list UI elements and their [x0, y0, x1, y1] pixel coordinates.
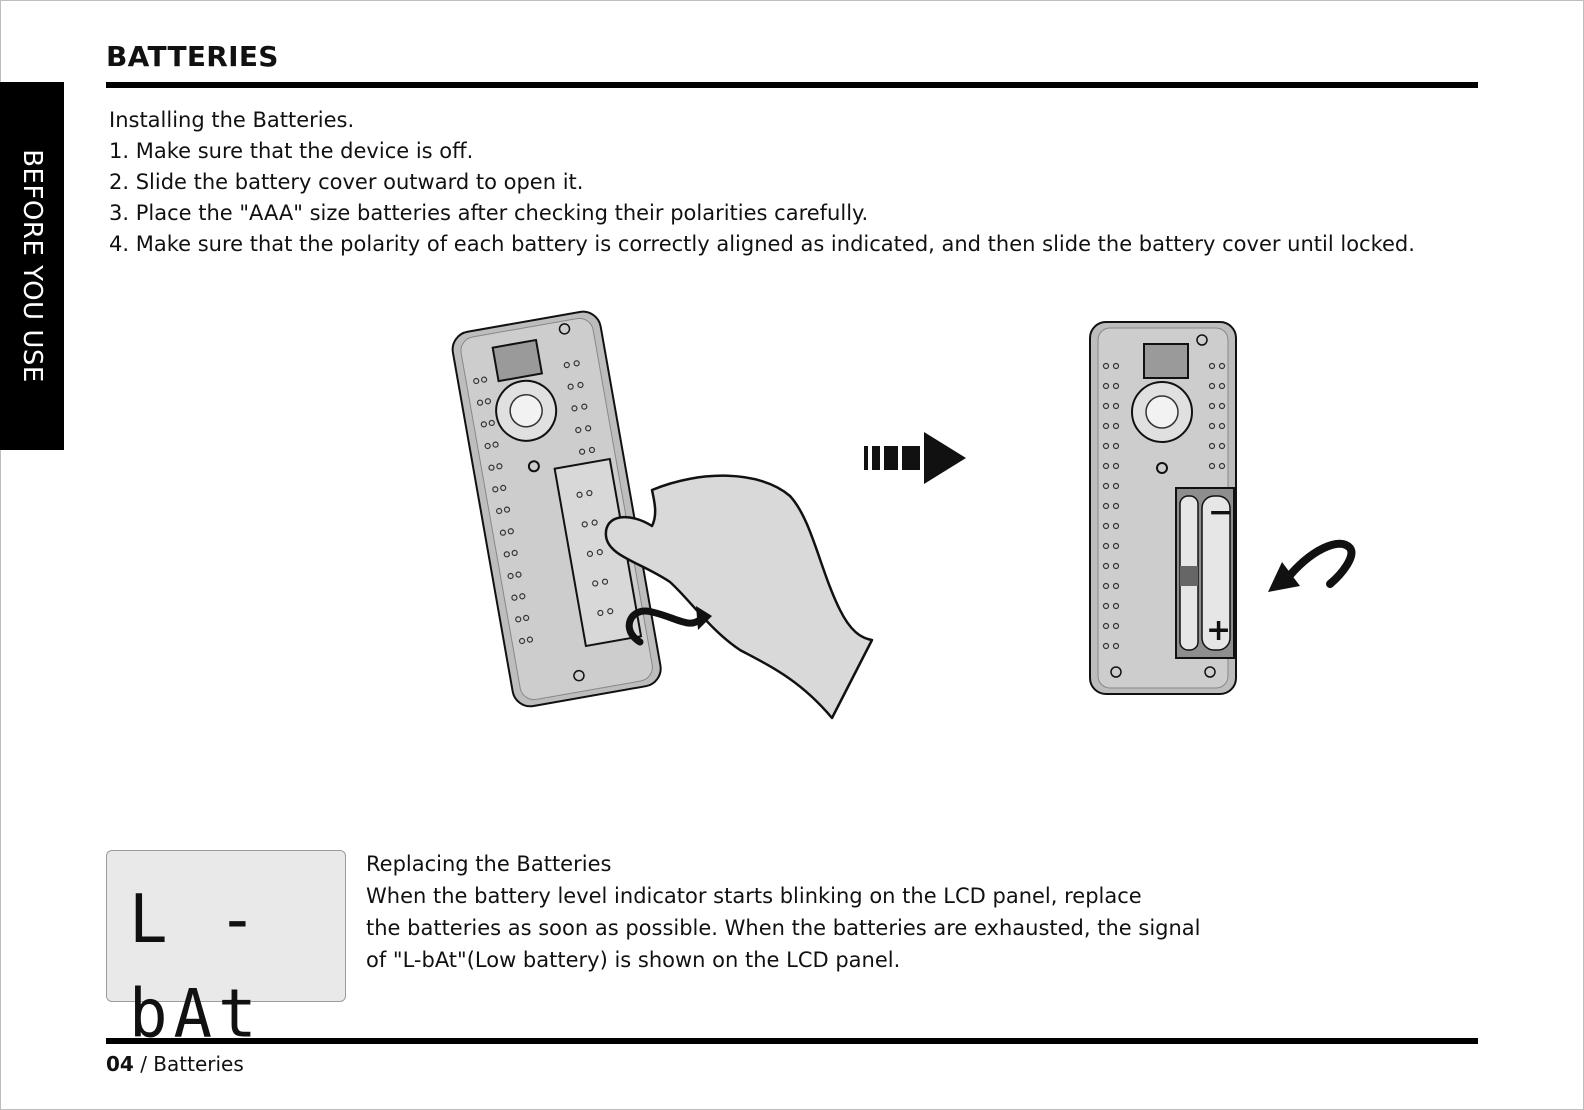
- svg-text:+: +: [1206, 613, 1231, 648]
- remote-open-illustration: − +: [1089, 321, 1237, 695]
- replace-line: of "L-bAt"(Low battery) is shown on the …: [366, 948, 901, 972]
- footer-separator: /: [133, 1052, 154, 1076]
- install-heading: Installing the Batteries.: [109, 108, 355, 132]
- replace-heading: Replacing the Batteries: [366, 852, 612, 876]
- install-step: 2. Slide the battery cover outward to op…: [109, 170, 584, 194]
- replace-line: When the battery level indicator starts …: [366, 884, 1142, 908]
- lcd-panel: L -bAt: [106, 850, 346, 1053]
- top-divider: [106, 82, 1478, 88]
- install-step: 1. Make sure that the device is off.: [109, 139, 474, 163]
- svg-text:−: −: [1208, 495, 1233, 530]
- page-footer: 04 / Batteries: [106, 1052, 244, 1076]
- installation-instructions: Installing the Batteries. 1. Make sure t…: [109, 105, 1415, 260]
- remote-closed-illustration: [451, 310, 662, 708]
- low-battery-display: L -bAt: [129, 880, 263, 1054]
- arrow-right-icon: [864, 432, 966, 484]
- battery-installation-illustration: − +: [451, 310, 1356, 720]
- bottom-divider: [106, 1038, 1478, 1044]
- hand-illustration: [604, 474, 874, 720]
- side-tab: BEFORE YOU USE: [0, 82, 64, 450]
- close-cover-arrow-icon: [1282, 539, 1356, 588]
- replacement-instructions: Replacing the Batteries When the battery…: [366, 848, 1201, 976]
- open-cover-arrow-icon: [625, 607, 706, 646]
- side-tab-label: BEFORE YOU USE: [17, 149, 47, 383]
- page-title: BATTERIES: [106, 40, 279, 73]
- install-step: 4. Make sure that the polarity of each b…: [109, 232, 1415, 256]
- footer-section-name: Batteries: [153, 1052, 244, 1076]
- page-number: 04: [106, 1052, 134, 1076]
- replace-line: the batteries as soon as possible. When …: [366, 916, 1201, 940]
- install-step: 3. Place the "AAA" size batteries after …: [109, 201, 869, 225]
